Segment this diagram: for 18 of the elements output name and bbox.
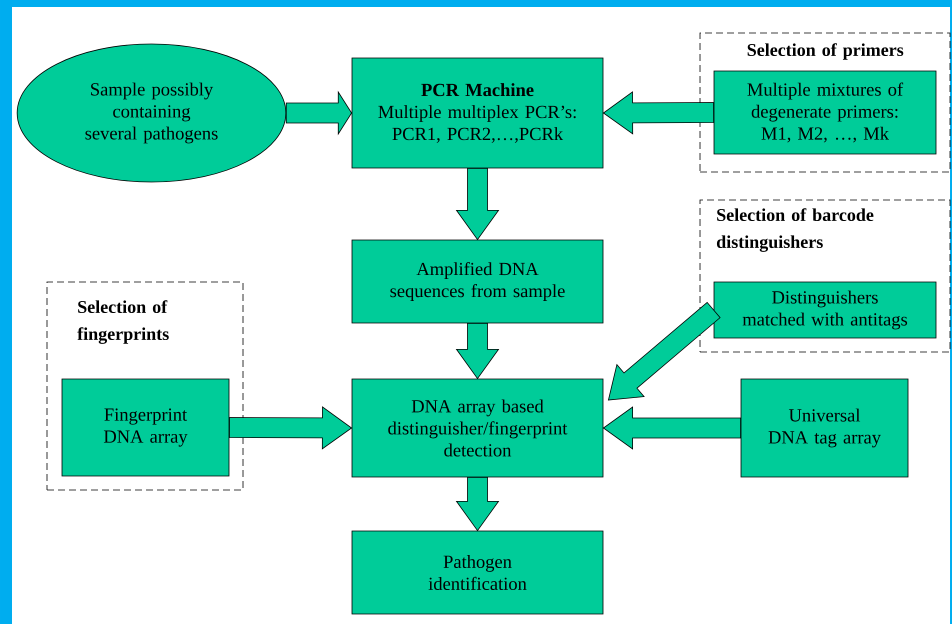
process-box: PCR Machine Multiple multiplex PCR’s: PCR1, PCR2,…,PCRk: [352, 58, 604, 168]
group-heading: Selection of primers: [748, 43, 904, 60]
process-box: Fingerprint DNA array: [62, 378, 230, 476]
block-arrow: [602, 406, 741, 450]
block-arrow: [228, 406, 352, 450]
group-heading: Selection of fingerprints: [77, 300, 169, 344]
block-arrow: [456, 477, 500, 532]
block-arrow: [286, 90, 352, 136]
block-arrow: [456, 323, 500, 380]
group-heading: Selection of barcode distinguishers: [716, 208, 874, 252]
block-arrow: [602, 91, 714, 135]
process-box: Amplified DNA sequences from sample: [352, 240, 604, 324]
process-box: Universal DNA tag array: [740, 378, 908, 478]
process-box: Distinguishers matched with antitags: [714, 282, 936, 338]
block-arrow: [456, 168, 500, 240]
process-box: Multiple mixtures of degenerate primers: M1, M2, …, Mk: [714, 70, 936, 154]
process-box: Pathogen identification: [352, 530, 604, 614]
process-box: DNA array based distinguisher/fingerprint detection: [352, 378, 604, 478]
